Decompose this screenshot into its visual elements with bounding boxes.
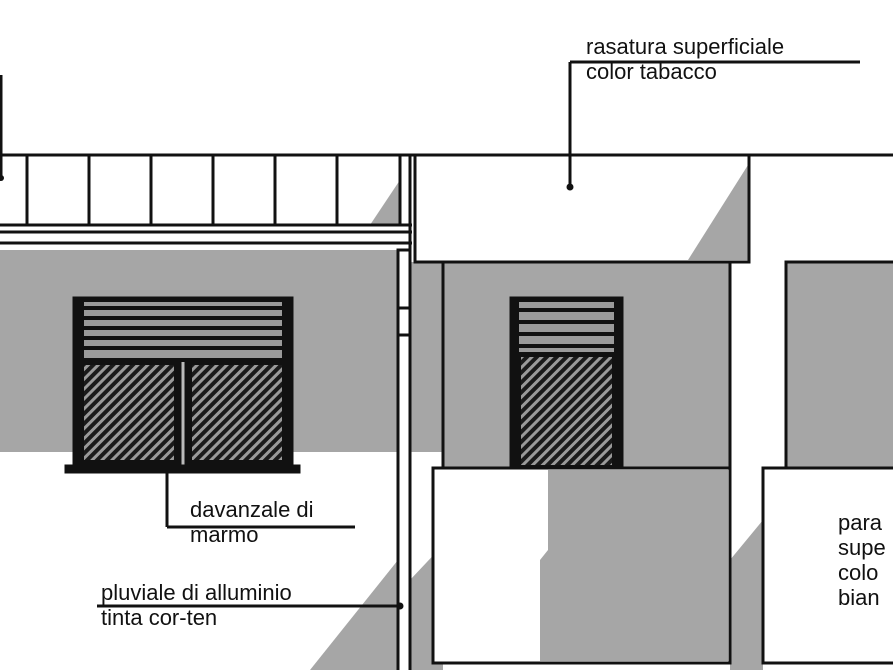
- shadow: [730, 520, 763, 670]
- label-line: rasatura superficiale: [586, 34, 785, 59]
- label-line: pluviale di alluminio: [101, 580, 292, 605]
- roller-shutter: [84, 302, 282, 358]
- right-parapet: [761, 466, 893, 665]
- label-line: color tabacco: [586, 59, 717, 84]
- leader-dot: [0, 175, 4, 181]
- label-line: davanzale di: [190, 497, 314, 522]
- leader-lines: [97, 60, 860, 610]
- window-pane: [192, 365, 282, 460]
- label-line: supe: [838, 535, 886, 560]
- label-line: colo: [838, 560, 879, 585]
- middle-window: [509, 296, 624, 470]
- label-line: marmo: [190, 522, 259, 547]
- label-line: tinta cor-ten: [101, 605, 218, 630]
- window-pane: [521, 357, 612, 465]
- drainpipe: [396, 248, 412, 670]
- label-line: bian: [838, 585, 880, 610]
- shadow: [540, 470, 728, 661]
- label-line: para: [838, 510, 883, 535]
- shadow: [688, 165, 748, 260]
- marble-sill: [64, 464, 301, 474]
- window-pane: [84, 365, 174, 460]
- shadow: [310, 560, 398, 670]
- left-window: [64, 296, 301, 474]
- right-wall: [784, 260, 893, 470]
- shadow: [410, 262, 443, 452]
- roller-shutter: [519, 302, 614, 352]
- top-volume: [413, 153, 751, 264]
